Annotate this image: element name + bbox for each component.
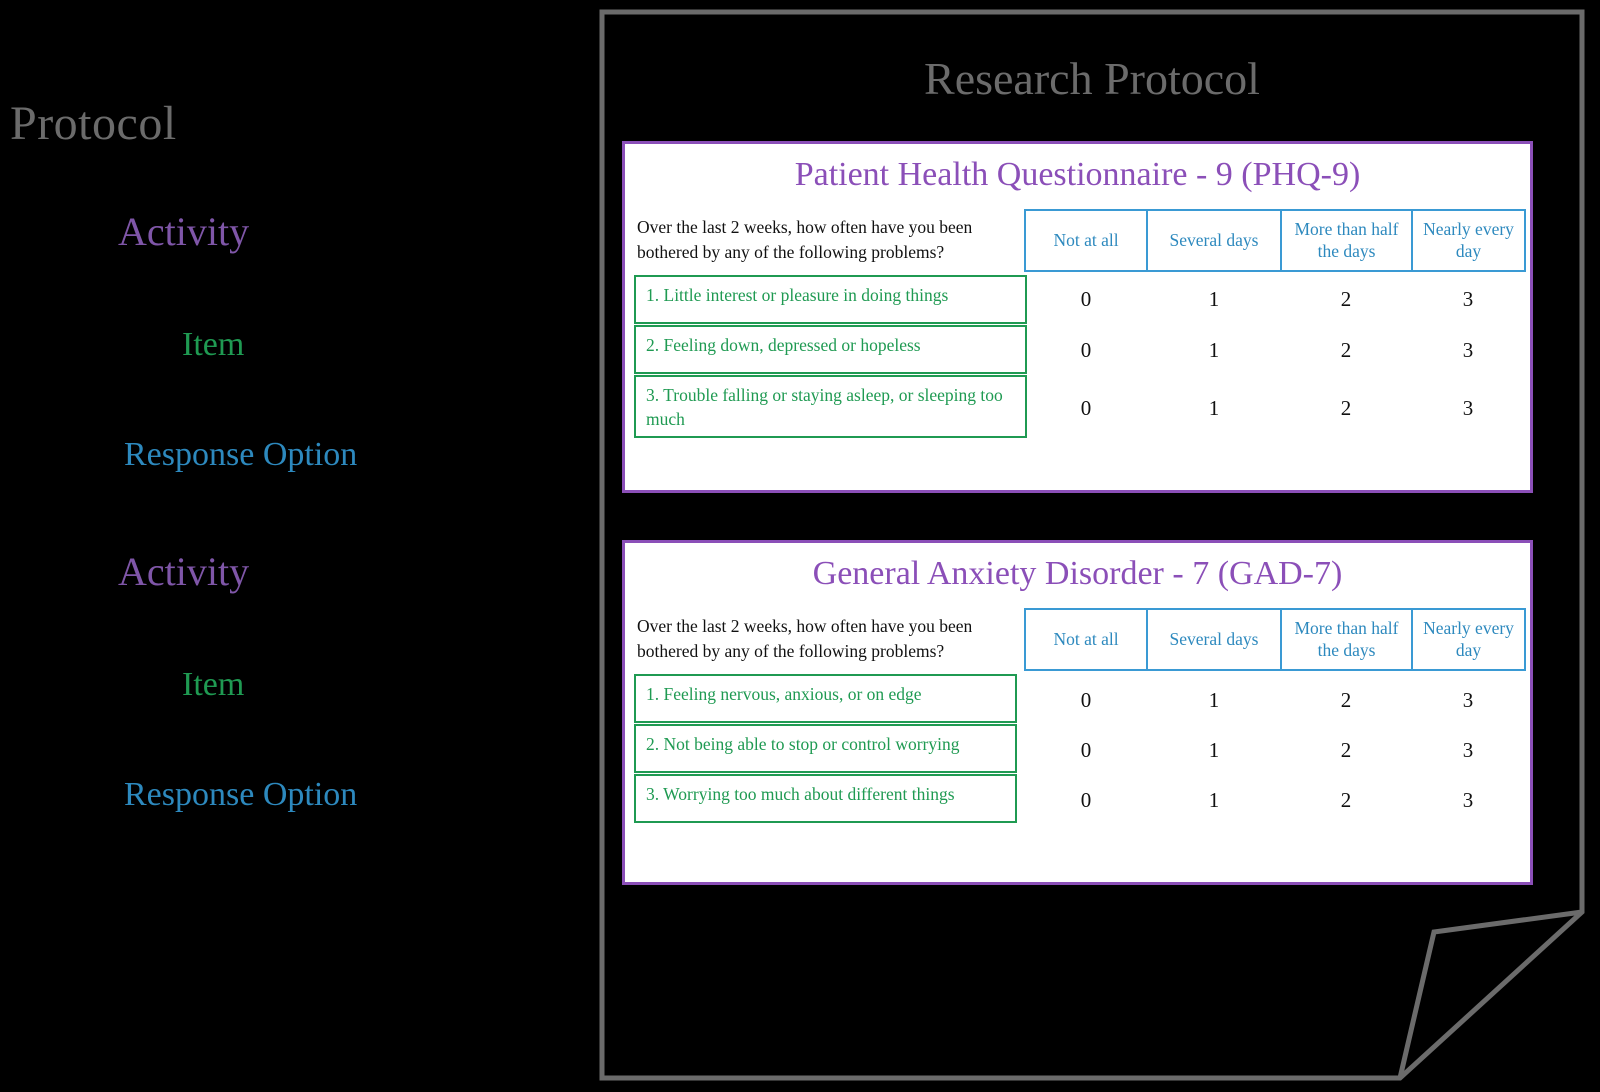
question-stem-phq9: Over the last 2 weeks, how often have yo…: [637, 217, 973, 263]
item-box-phq9-2[interactable]: 3. Trouble falling or staying asleep, or…: [634, 375, 1027, 438]
score-phq9-0-2: 2: [1340, 287, 1352, 311]
instrument-title-phq9: Patient Health Questionnaire - 9 (PHQ-9): [794, 156, 1361, 193]
score-phq9-0-0: 0: [1080, 287, 1092, 311]
score-gad7-2-1: 1: [1208, 788, 1220, 812]
item-box-gad7-0[interactable]: 1. Feeling nervous, anxious, or on edge: [634, 674, 1017, 723]
legend-item-2: Item: [182, 666, 245, 703]
score-phq9-2-3: 3: [1462, 396, 1474, 420]
score-gad7-1-0: 0: [1080, 738, 1092, 762]
response-option-header-phq9-0[interactable]: Not at all: [1024, 209, 1148, 272]
legend-activity-1: Activity: [118, 209, 250, 254]
instrument-title-gad7: General Anxiety Disorder - 7 (GAD-7): [812, 555, 1343, 592]
score-phq9-2-1: 1: [1208, 396, 1220, 420]
legend-response-option-1: Response Option: [124, 436, 358, 473]
instrument-card-phq9: Patient Health Questionnaire - 9 (PHQ-9)…: [622, 141, 1533, 493]
score-phq9-1-3: 3: [1462, 338, 1474, 362]
score-phq9-1-2: 2: [1340, 338, 1352, 362]
response-option-header-phq9-2[interactable]: More than half the days: [1280, 209, 1413, 272]
score-phq9-1-0: 0: [1080, 338, 1092, 362]
score-gad7-2-2: 2: [1340, 788, 1352, 812]
score-gad7-0-3: 3: [1462, 688, 1474, 712]
item-box-gad7-1[interactable]: 2. Not being able to stop or control wor…: [634, 724, 1017, 773]
score-phq9-0-3: 3: [1462, 287, 1474, 311]
score-phq9-2-0: 0: [1080, 396, 1092, 420]
score-gad7-0-1: 1: [1208, 688, 1220, 712]
legend-item-1: Item: [182, 326, 245, 363]
question-stem-gad7: Over the last 2 weeks, how often have yo…: [637, 616, 973, 662]
document-corner-fold: [1397, 909, 1583, 1079]
legend-activity-2: Activity: [118, 549, 250, 594]
score-phq9-1-1: 1: [1208, 338, 1220, 362]
score-phq9-2-2: 2: [1340, 396, 1352, 420]
response-option-header-gad7-2[interactable]: More than half the days: [1280, 608, 1413, 671]
item-box-phq9-0[interactable]: 1. Little interest or pleasure in doing …: [634, 275, 1027, 324]
score-phq9-0-1: 1: [1208, 287, 1220, 311]
response-option-header-phq9-1[interactable]: Several days: [1146, 209, 1282, 272]
item-box-gad7-2[interactable]: 3. Worrying too much about different thi…: [634, 774, 1017, 823]
instrument-card-gad7: General Anxiety Disorder - 7 (GAD-7) Ove…: [622, 540, 1533, 885]
score-gad7-2-3: 3: [1462, 788, 1474, 812]
score-gad7-1-2: 2: [1340, 738, 1352, 762]
score-gad7-0-0: 0: [1080, 688, 1092, 712]
response-option-header-gad7-0[interactable]: Not at all: [1024, 608, 1148, 671]
score-gad7-0-2: 2: [1340, 688, 1352, 712]
document-title: Research Protocol: [924, 53, 1260, 104]
legend-protocol-label: Protocol: [10, 97, 177, 150]
score-gad7-1-3: 3: [1462, 738, 1474, 762]
item-box-phq9-1[interactable]: 2. Feeling down, depressed or hopeless: [634, 325, 1027, 374]
response-option-header-gad7-3[interactable]: Nearly every day: [1411, 608, 1526, 671]
response-option-header-phq9-3[interactable]: Nearly every day: [1411, 209, 1526, 272]
score-gad7-1-1: 1: [1208, 738, 1220, 762]
response-option-header-gad7-1[interactable]: Several days: [1146, 608, 1282, 671]
score-gad7-2-0: 0: [1080, 788, 1092, 812]
legend-response-option-2: Response Option: [124, 776, 358, 813]
